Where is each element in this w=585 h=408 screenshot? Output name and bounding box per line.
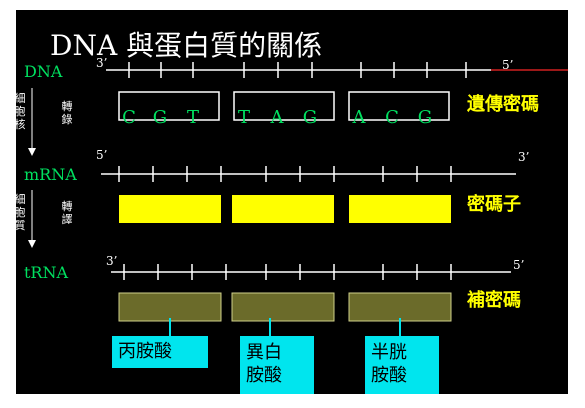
mrna-right-end: 3’ xyxy=(518,150,530,164)
slide-canvas: DNA 與蛋白質的關係 DNA mRNA tRNA 3’ 5’ 5’ 3’ 3’… xyxy=(16,10,568,324)
process-char: 轉 xyxy=(61,200,73,213)
dna-base: G xyxy=(417,107,433,128)
dna-base: C xyxy=(122,107,136,128)
anticodon-bar-1 xyxy=(118,292,222,322)
amino-acid-text: 胺酸 xyxy=(246,365,282,386)
row-label-trna: tRNA xyxy=(24,263,69,282)
label-anticodon: 補密碼 xyxy=(467,290,521,311)
mrna-left-end: 5’ xyxy=(96,148,108,162)
translation-arrow-head xyxy=(28,240,36,248)
location-char: 核 xyxy=(16,118,26,131)
amino-acid-box-isoleucine: 異白 胺酸 xyxy=(240,336,314,394)
location-char: 胞 xyxy=(16,105,26,118)
amino-acid-text: 胺酸 xyxy=(371,365,407,386)
codon-bar-1 xyxy=(119,195,221,223)
diagram-graphics xyxy=(28,62,568,322)
dna-base: T xyxy=(237,107,250,128)
dna-base: A xyxy=(270,107,284,128)
page-title: DNA 與蛋白質的關係 xyxy=(50,29,323,62)
process-char: 轉 xyxy=(61,100,73,113)
amino-acid-text: 丙胺酸 xyxy=(118,341,172,362)
trna-right-end: 5’ xyxy=(513,258,525,272)
row-label-dna: DNA xyxy=(24,62,63,81)
transcription-label: 轉 錄 xyxy=(61,100,73,126)
dna-right-end: 5’ xyxy=(502,58,514,72)
dna-base: G xyxy=(152,107,168,128)
anticodon-bar-3 xyxy=(348,292,452,322)
codon-bar-2 xyxy=(232,195,334,223)
label-genetic-code: 遺傳密碼 xyxy=(467,94,539,115)
location-char: 質 xyxy=(16,219,26,232)
trna-ticks xyxy=(123,264,452,280)
dna-base: T xyxy=(186,107,199,128)
dna-left-end: 3’ xyxy=(96,56,108,70)
amino-acid-text: 半胱 xyxy=(371,342,407,363)
anticodon-bar-2 xyxy=(231,292,335,322)
amino-acid-text: 異白 xyxy=(246,342,282,363)
dna-base: A xyxy=(352,107,366,128)
dna-triplet-box-2 xyxy=(233,91,335,121)
location-char: 胞 xyxy=(16,206,26,219)
location-char: 細 xyxy=(16,193,26,206)
dna-triplet-box-1 xyxy=(118,91,220,121)
process-char: 錄 xyxy=(61,113,73,126)
dna-base: C xyxy=(385,107,399,128)
codon-bar-3 xyxy=(349,195,451,223)
location-char: 細 xyxy=(16,92,26,105)
amino-acid-box-alanine: 丙胺酸 xyxy=(112,336,208,368)
transcription-arrow-head xyxy=(28,148,36,156)
dna-triplet-box-3 xyxy=(348,91,450,121)
label-codon: 密碼子 xyxy=(467,194,521,215)
amino-acid-box-cysteine: 半胱 胺酸 xyxy=(365,336,439,394)
translation-location: 細 胞 質 xyxy=(16,193,26,232)
translation-label: 轉 譯 xyxy=(61,200,73,226)
dna-ticks xyxy=(128,62,467,78)
process-char: 譯 xyxy=(61,213,73,226)
trna-left-end: 3’ xyxy=(106,254,118,268)
mrna-ticks xyxy=(118,166,452,182)
transcription-location: 細 胞 核 xyxy=(16,92,26,131)
dna-base: G xyxy=(302,107,318,128)
row-label-mrna: mRNA xyxy=(24,165,77,184)
